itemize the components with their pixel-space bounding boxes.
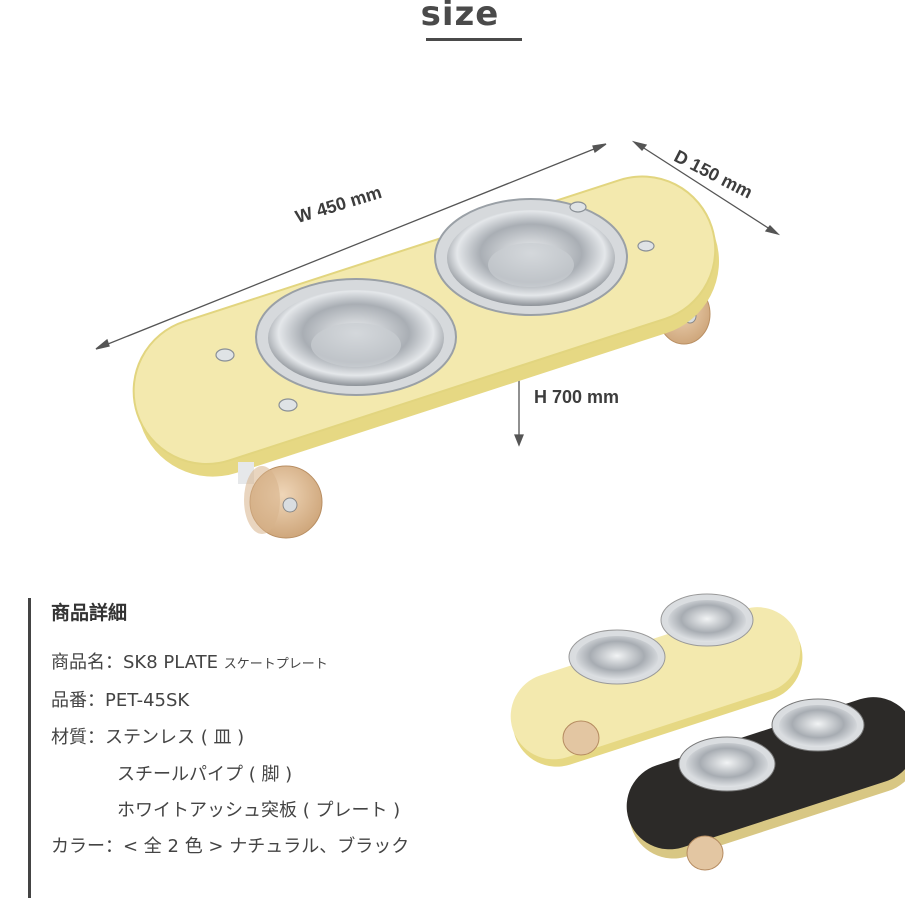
product-illustration: [95, 140, 781, 539]
color-line: カラー：< 全 2 色 > ナチュラル、ブラック: [51, 836, 410, 857]
details-title: 商品詳細: [51, 602, 128, 624]
natural-variant: [510, 593, 803, 767]
product-name-kana: スケートプレート: [223, 657, 328, 672]
product-details: 商品詳細 商品名：SK8 PLATE スケートプレート 品番：PET-45SK …: [28, 598, 491, 898]
bowl-right: [434, 198, 628, 316]
product-code: 品番：PET-45SK: [51, 690, 190, 711]
black-variant: [626, 697, 905, 871]
height-label: H 700 mm: [534, 387, 620, 407]
heading-underline: [426, 38, 522, 41]
width-arrow: [95, 143, 607, 350]
screws: [215, 201, 655, 412]
product-name: 商品名：SK8 PLATE: [51, 652, 224, 673]
material-line-2: スチールパイプ ( 脚 ): [117, 764, 293, 785]
material-line-1: 材質：ステンレス ( 皿 ): [51, 727, 245, 748]
size-heading: size: [420, 0, 500, 34]
front-wheel: [238, 462, 323, 539]
depth-arrow: [631, 140, 781, 236]
material-line-3: ホワイトアッシュ突板 ( プレート ): [117, 800, 401, 821]
color-variants-image: [510, 593, 905, 871]
product-name-row: 商品名：SK8 PLATE スケートプレート: [51, 648, 328, 674]
bowl-left: [255, 278, 457, 396]
